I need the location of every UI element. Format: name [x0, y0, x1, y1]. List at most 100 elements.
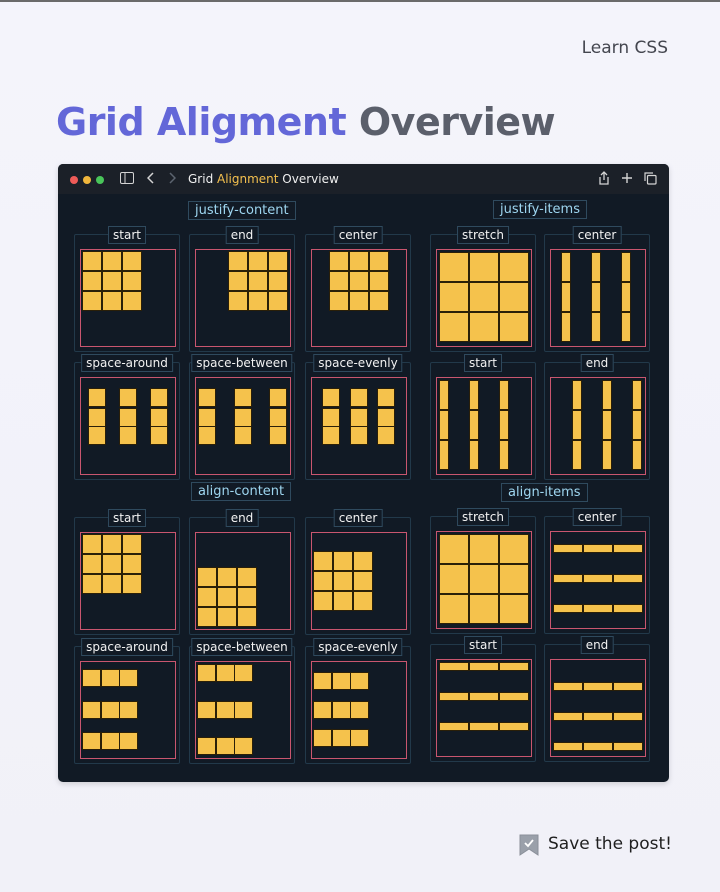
grid-item [613, 574, 643, 583]
grid-item [197, 587, 217, 607]
grid-item [102, 574, 122, 594]
grid-item [583, 544, 613, 553]
grid-item [118, 408, 137, 427]
save-post-label[interactable]: Save the post! [548, 834, 672, 854]
grid-item [348, 271, 369, 291]
grid-item [237, 567, 257, 587]
card-ai-end: end [544, 636, 650, 762]
grid-item [122, 574, 142, 594]
copy-icon[interactable] [644, 172, 657, 188]
grid-item [217, 607, 237, 627]
grid-item [321, 408, 340, 427]
grid-item [583, 682, 613, 691]
browser-window: Grid Alignment Overview justify-content … [58, 164, 669, 782]
grid-item [368, 291, 389, 311]
grid-item [561, 312, 571, 342]
bookmark-icon[interactable] [519, 834, 539, 856]
grid-item [377, 408, 396, 427]
grid-item [553, 604, 583, 613]
grid-item [233, 388, 252, 407]
close-window-button[interactable] [70, 176, 78, 184]
plus-icon[interactable] [621, 172, 633, 187]
grid-item [237, 607, 257, 627]
grid-item [439, 534, 469, 564]
grid-item [348, 291, 369, 311]
grid-item [233, 408, 252, 427]
forward-icon[interactable] [168, 172, 177, 187]
grid-item [439, 564, 469, 594]
card-label: center [333, 509, 383, 527]
card-label: center [572, 226, 622, 244]
card-jc-space-between: space-between [189, 354, 295, 480]
grid-item [248, 251, 268, 271]
grid-item [553, 742, 583, 751]
section-label-justify-content: justify-content [188, 201, 296, 220]
grid-item [234, 700, 253, 719]
grid-item [377, 426, 396, 445]
card-ac-space-around: space-around [74, 638, 180, 764]
grid-item [561, 252, 571, 282]
grid-item [499, 692, 529, 701]
grid-container [436, 659, 532, 757]
minimize-window-button[interactable] [83, 176, 91, 184]
card-label: stretch [457, 508, 509, 526]
grid-item [439, 380, 449, 410]
grid-item [368, 271, 389, 291]
grid-item [313, 728, 332, 747]
card-label: start [108, 226, 146, 244]
card-jc-space-around: space-around [74, 354, 180, 480]
grid-item [118, 426, 137, 445]
grid-item [149, 426, 168, 445]
grid-item [313, 672, 332, 691]
demo-canvas: justify-content justify-items align-cont… [58, 194, 669, 782]
grid-item [561, 282, 571, 312]
grid-item [469, 662, 499, 671]
grid-item [583, 742, 613, 751]
back-icon[interactable] [146, 172, 155, 187]
grid-item [439, 410, 449, 440]
card-label: center [333, 226, 383, 244]
card-label: end [580, 636, 614, 654]
grid-item [349, 426, 368, 445]
grid-item [268, 251, 288, 271]
grid-item [572, 410, 582, 440]
card-label: space-around [81, 638, 173, 656]
window-title: Grid Alignment Overview [188, 172, 339, 186]
sidebar-icon[interactable] [120, 172, 134, 187]
grid-item [234, 664, 253, 682]
grid-item [237, 587, 257, 607]
grid-item [122, 291, 142, 311]
grid-item [149, 388, 168, 407]
grid-container [550, 249, 646, 347]
card-ac-end: end [189, 509, 295, 635]
card-ac-center: center [305, 509, 411, 635]
card-label: space-between [191, 354, 293, 372]
card-label: start [464, 354, 502, 372]
grid-item [469, 282, 499, 312]
grid-item [122, 554, 142, 574]
grid-item [198, 408, 216, 427]
grid-container [311, 377, 407, 475]
card-ji-center: center [544, 226, 650, 352]
grid-container [195, 249, 291, 347]
grid-item [439, 662, 469, 671]
grid-item [87, 426, 106, 445]
card-ac-start: start [74, 509, 180, 635]
grid-item [82, 668, 101, 687]
grid-item [333, 550, 353, 571]
grid-item [469, 534, 499, 564]
grid-item [198, 388, 216, 407]
grid-container [436, 377, 532, 475]
card-jc-space-evenly: space-evenly [305, 354, 411, 480]
grid-item [233, 426, 252, 445]
grid-item [269, 426, 287, 445]
grid-item [439, 440, 449, 470]
section-label-justify-items: justify-items [493, 200, 587, 219]
card-label: center [572, 508, 622, 526]
window-title-suffix: Overview [278, 172, 339, 186]
share-icon[interactable] [598, 171, 610, 188]
maximize-window-button[interactable] [96, 176, 104, 184]
card-label: space-evenly [313, 638, 403, 656]
grid-item [553, 712, 583, 721]
card-jc-center: center [305, 226, 411, 352]
